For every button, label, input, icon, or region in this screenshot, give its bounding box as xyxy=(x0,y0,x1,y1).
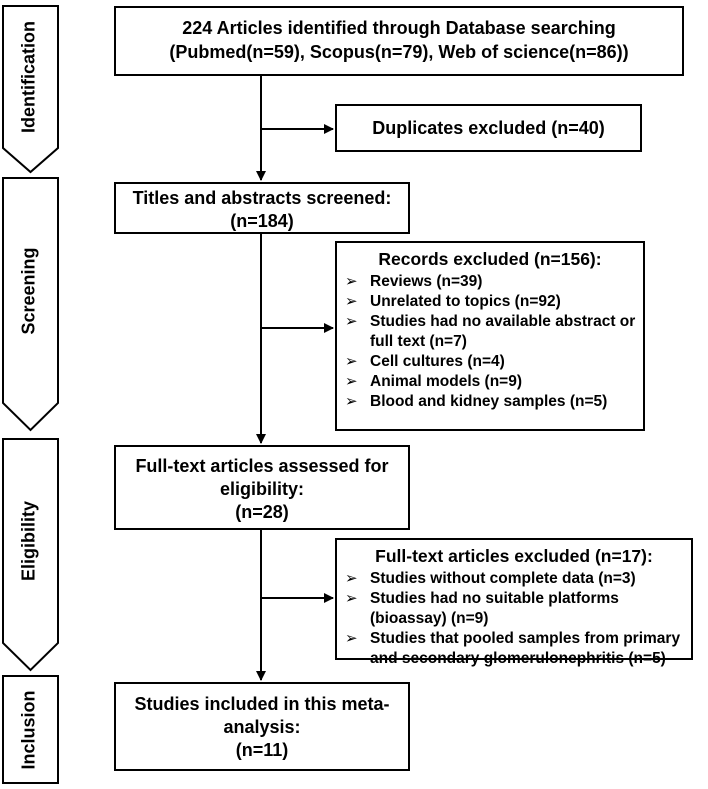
stage-shape-inclusion xyxy=(2,675,59,784)
list-item: ➢Reviews (n=39) xyxy=(345,273,483,290)
box-screened: Titles and abstracts screened: (n=184) xyxy=(114,182,410,234)
list-item: ➢Unrelated to topics (n=92) xyxy=(345,293,561,310)
box-included: Studies included in this meta- analysis:… xyxy=(114,682,410,771)
arrow-bullet-icon: ➢ xyxy=(345,393,358,410)
arrow-bullet-icon: ➢ xyxy=(345,353,358,370)
arrow-bullet-icon: ➢ xyxy=(345,590,358,607)
stage-shape-identification xyxy=(1,5,59,174)
list-item: ➢Studies without complete data (n=3) xyxy=(345,570,636,587)
arrow-bullet-icon: ➢ xyxy=(345,293,358,310)
box-records-excluded: Records excluded (n=156): ➢Reviews (n=39… xyxy=(335,241,645,431)
stage-eligibility: Eligibility xyxy=(18,500,39,582)
stage-shape-eligibility xyxy=(2,438,59,672)
stage-identification: Identification xyxy=(18,21,39,133)
box-identified: 224 Articles identified through Database… xyxy=(114,6,684,76)
records-excluded-list: ➢Reviews (n=39) ➢Unrelated to topics (n=… xyxy=(337,272,643,412)
fulltext-excluded-title: Full-text articles excluded (n=17): xyxy=(375,546,653,566)
list-item: ➢Blood and kidney samples (n=5) xyxy=(345,393,608,410)
arrow-bullet-icon: ➢ xyxy=(345,630,358,647)
fulltext-excluded-list: ➢Studies without complete data (n=3) ➢St… xyxy=(337,569,691,669)
list-item: ➢Studies that pooled samples from primar… xyxy=(345,630,681,667)
stage-shape-screening xyxy=(2,177,59,432)
arrow-bullet-icon: ➢ xyxy=(345,373,358,390)
arrow-bullet-icon: ➢ xyxy=(345,313,358,330)
stage-screening: Screening xyxy=(18,246,39,335)
box-duplicates: Duplicates excluded (n=40) xyxy=(335,104,642,152)
list-item: ➢Cell cultures (n=4) xyxy=(345,353,505,370)
stage-inclusion: Inclusion xyxy=(18,689,39,770)
arrow-bullet-icon: ➢ xyxy=(345,570,358,587)
arrow-bullet-icon: ➢ xyxy=(345,273,358,290)
box-assessed: Full-text articles assessed for eligibil… xyxy=(114,445,410,530)
list-item: ➢Animal models (n=9) xyxy=(345,373,523,390)
list-item: ➢Studies had no suitable platforms (bioa… xyxy=(345,590,619,627)
list-item: ➢Studies had no available abstract or fu… xyxy=(345,313,636,350)
box-fulltext-excluded: Full-text articles excluded (n=17): ➢Stu… xyxy=(335,538,693,667)
records-excluded-title: Records excluded (n=156): xyxy=(378,249,602,269)
